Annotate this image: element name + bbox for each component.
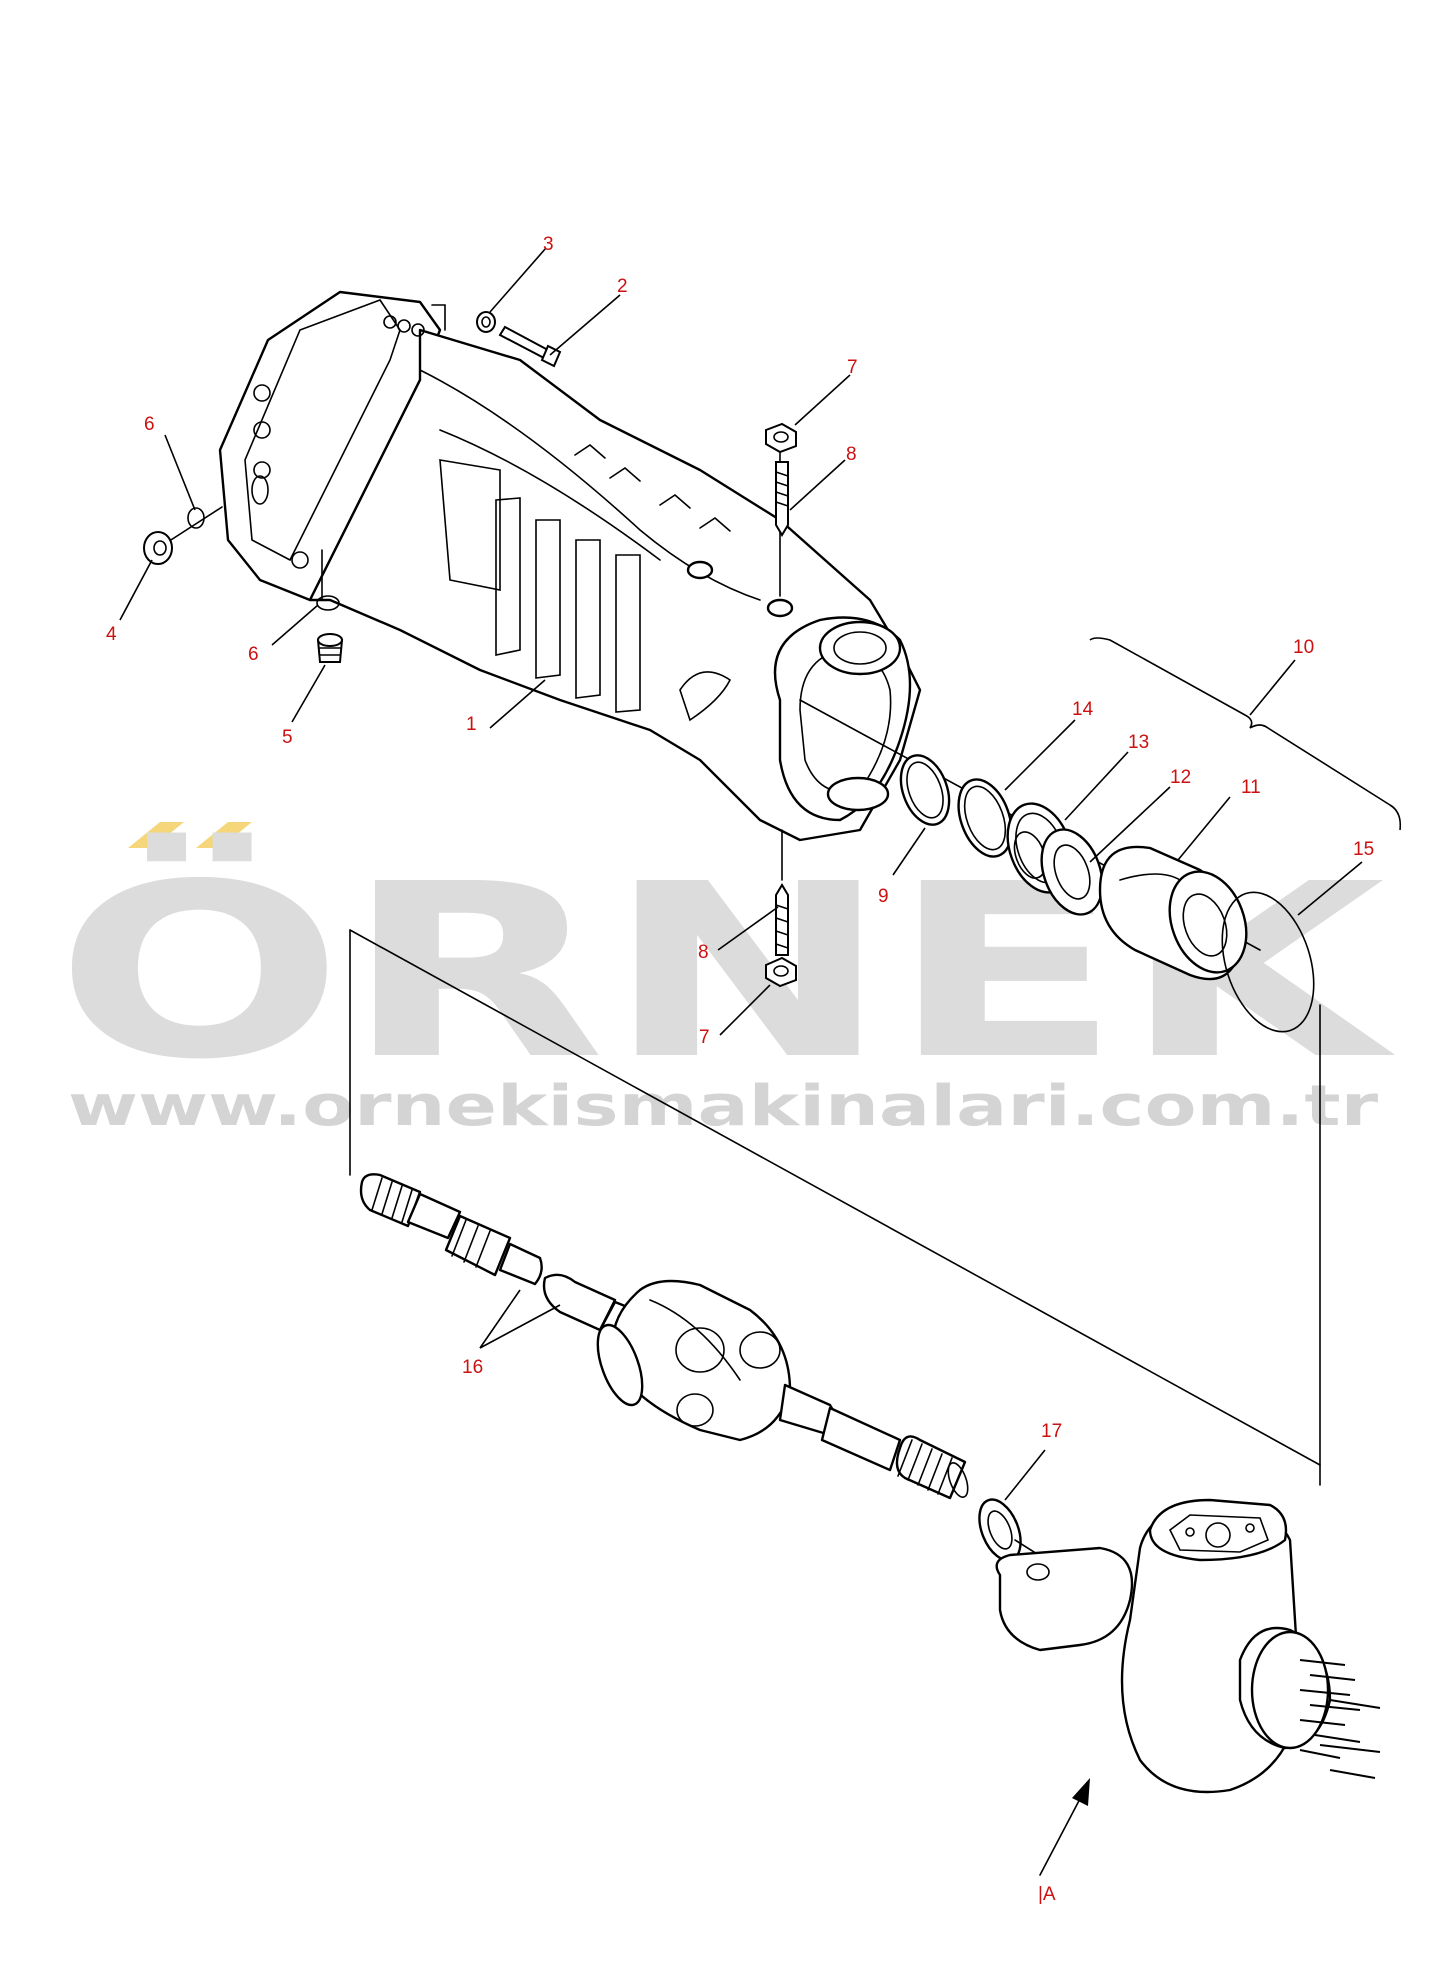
axle-housing bbox=[218, 290, 922, 842]
watermark-url: www.ornekismakinalari.com.tr bbox=[68, 1074, 1379, 1139]
callout-7-bottom: 7 bbox=[699, 1027, 710, 1048]
callout-14: 14 bbox=[1072, 699, 1094, 720]
callout-13: 13 bbox=[1128, 732, 1149, 753]
seal-part-11 bbox=[1098, 845, 1248, 981]
stud-part-8-top bbox=[775, 461, 789, 537]
callout-1: 1 bbox=[466, 714, 477, 735]
callout-16: 16 bbox=[462, 1357, 483, 1378]
callout-4: 4 bbox=[106, 624, 117, 645]
watermark-accent-right bbox=[196, 822, 252, 848]
o-ring-part-15 bbox=[1221, 891, 1315, 1033]
callout-labels: 3 2 7 8 6 4 6 5 1 10 14 13 12 11 15 9 8 … bbox=[106, 234, 1374, 1442]
leader-lines bbox=[119, 247, 1363, 1501]
nut-part-7-top bbox=[765, 422, 797, 454]
callout-6-top: 6 bbox=[144, 414, 155, 435]
callout-17: 17 bbox=[1041, 1421, 1062, 1442]
ring-part-12 bbox=[1040, 828, 1104, 916]
callout-3: 3 bbox=[543, 234, 554, 255]
watermark-accent-left bbox=[128, 822, 184, 848]
circlip-part-14 bbox=[957, 778, 1013, 858]
callout-12: 12 bbox=[1170, 767, 1191, 788]
callout-8-bottom: 8 bbox=[698, 942, 709, 963]
callout-7-top: 7 bbox=[847, 357, 858, 378]
view-label-a: |A bbox=[1038, 1884, 1056, 1905]
group-10-bracket bbox=[1089, 637, 1402, 831]
plug-part-5 bbox=[316, 633, 344, 663]
callout-15: 15 bbox=[1353, 839, 1374, 860]
callout-10: 10 bbox=[1293, 637, 1314, 658]
wheel-studs bbox=[1299, 1659, 1381, 1779]
view-arrow-a bbox=[1039, 1778, 1090, 1876]
callout-6-bottom: 6 bbox=[248, 644, 259, 665]
callout-11: 11 bbox=[1241, 777, 1261, 798]
washer-part-3 bbox=[476, 311, 496, 333]
circlip-part-9 bbox=[899, 754, 951, 826]
o-ring-part-6-top bbox=[187, 507, 205, 529]
callout-2: 2 bbox=[617, 276, 628, 297]
callout-5: 5 bbox=[282, 727, 293, 748]
stud-part-8-bottom bbox=[775, 883, 789, 956]
bolt-part-2 bbox=[498, 325, 562, 368]
driveshaft-part-16 bbox=[359, 1173, 969, 1500]
steering-knuckle bbox=[995, 1498, 1381, 1794]
o-ring-part-6-bottom bbox=[316, 595, 340, 611]
callout-9: 9 bbox=[878, 886, 889, 907]
nut-part-7-bottom bbox=[765, 956, 797, 988]
callout-8-top: 8 bbox=[846, 444, 857, 465]
plug-part-4 bbox=[143, 531, 173, 565]
